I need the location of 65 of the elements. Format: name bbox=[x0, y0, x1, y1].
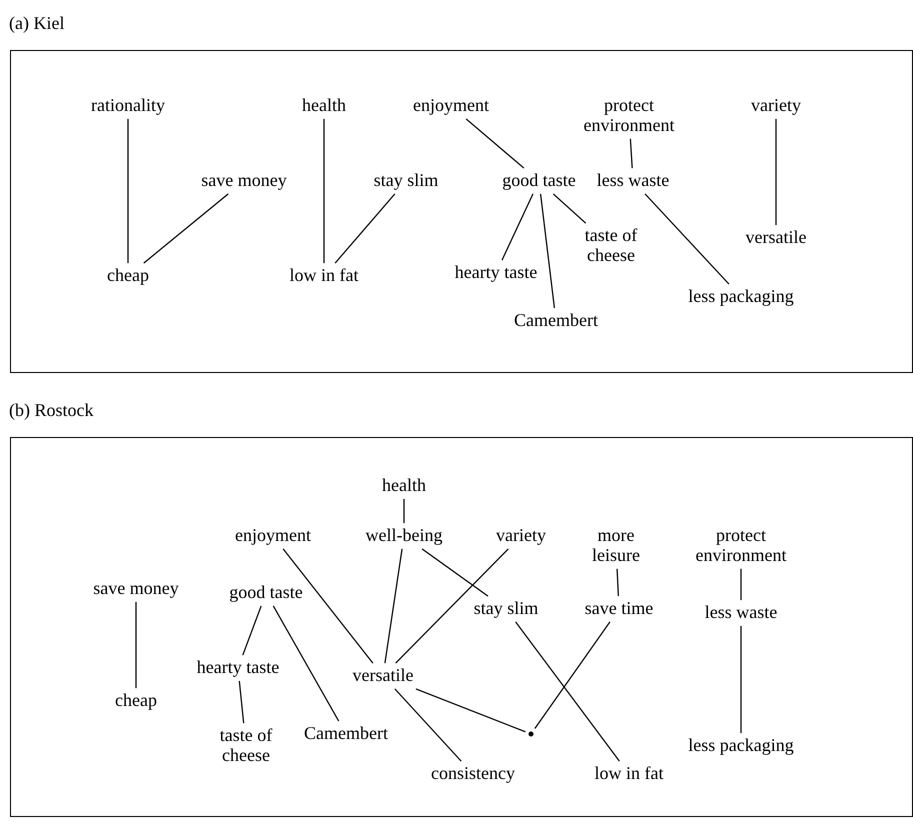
connector-line bbox=[323, 118, 325, 264]
concept-label: less packaging bbox=[688, 287, 794, 307]
concept-label: stay slim bbox=[374, 171, 438, 191]
concept-label: consistency bbox=[431, 764, 515, 784]
connector-line bbox=[127, 118, 129, 264]
concept-label: save time bbox=[584, 599, 654, 619]
connector-line bbox=[334, 194, 396, 264]
connector-line bbox=[238, 680, 244, 724]
concept-label: well-being bbox=[366, 526, 442, 546]
concept-label: cheap bbox=[107, 266, 149, 286]
connector-line bbox=[616, 568, 619, 596]
connector-line bbox=[740, 568, 742, 600]
concept-label: Camembert bbox=[304, 724, 388, 744]
line-junction bbox=[528, 732, 534, 736]
connector-line bbox=[143, 193, 229, 264]
concept-label: save money bbox=[93, 579, 179, 599]
concept-label: save money bbox=[201, 171, 287, 191]
connector-line bbox=[242, 606, 262, 656]
connector-line bbox=[775, 118, 777, 226]
connector-line bbox=[740, 626, 742, 734]
connector-line bbox=[466, 118, 524, 169]
panel-heading: (a) Kiel bbox=[9, 13, 64, 34]
connector-line bbox=[534, 622, 610, 729]
concept-label: versatile bbox=[352, 666, 414, 686]
concept-label: taste of cheese bbox=[201, 726, 291, 766]
concept-label: Camembert bbox=[514, 311, 598, 331]
concept-label: stay slim bbox=[474, 599, 538, 619]
concept-label: good taste bbox=[229, 583, 303, 603]
concept-label: less waste bbox=[596, 171, 670, 191]
connector-line bbox=[515, 622, 620, 762]
connector-line bbox=[395, 548, 509, 664]
concept-label: less waste bbox=[704, 603, 778, 623]
connector-line bbox=[422, 548, 488, 597]
concept-label: hearty taste bbox=[196, 658, 280, 678]
concept-label: protect environment bbox=[676, 526, 806, 566]
concept-label: variety bbox=[751, 96, 801, 116]
concept-label: protect environment bbox=[564, 96, 694, 136]
concept-label: taste of cheese bbox=[566, 226, 656, 266]
connector-line bbox=[272, 606, 340, 722]
concept-label: enjoyment bbox=[235, 526, 311, 546]
connector-line bbox=[552, 193, 586, 224]
concept-label: rationality bbox=[91, 96, 165, 116]
concept-label: versatile bbox=[746, 228, 806, 248]
concept-label: variety bbox=[496, 526, 546, 546]
concept-label: less packaging bbox=[688, 736, 794, 756]
connector-line bbox=[416, 688, 526, 732]
concept-label: health bbox=[382, 476, 426, 496]
concept-label: low in fat bbox=[594, 764, 664, 784]
concept-label: more leisure bbox=[581, 526, 651, 566]
connector-line bbox=[403, 498, 405, 524]
connector-line bbox=[384, 548, 403, 664]
connector-line bbox=[644, 194, 730, 284]
connector-line bbox=[540, 194, 556, 308]
concept-label: good taste bbox=[502, 171, 576, 191]
panel-heading: (b) Rostock bbox=[9, 400, 94, 421]
connector-line bbox=[630, 138, 633, 168]
connector-line bbox=[135, 602, 137, 688]
concept-label: hearty taste bbox=[454, 263, 538, 283]
concept-label: enjoyment bbox=[413, 96, 489, 116]
connector-line bbox=[501, 194, 534, 260]
connector-line bbox=[394, 688, 462, 762]
connector-line bbox=[282, 548, 374, 664]
concept-label: cheap bbox=[115, 691, 157, 711]
concept-label: health bbox=[302, 96, 346, 116]
concept-label: low in fat bbox=[290, 266, 358, 286]
